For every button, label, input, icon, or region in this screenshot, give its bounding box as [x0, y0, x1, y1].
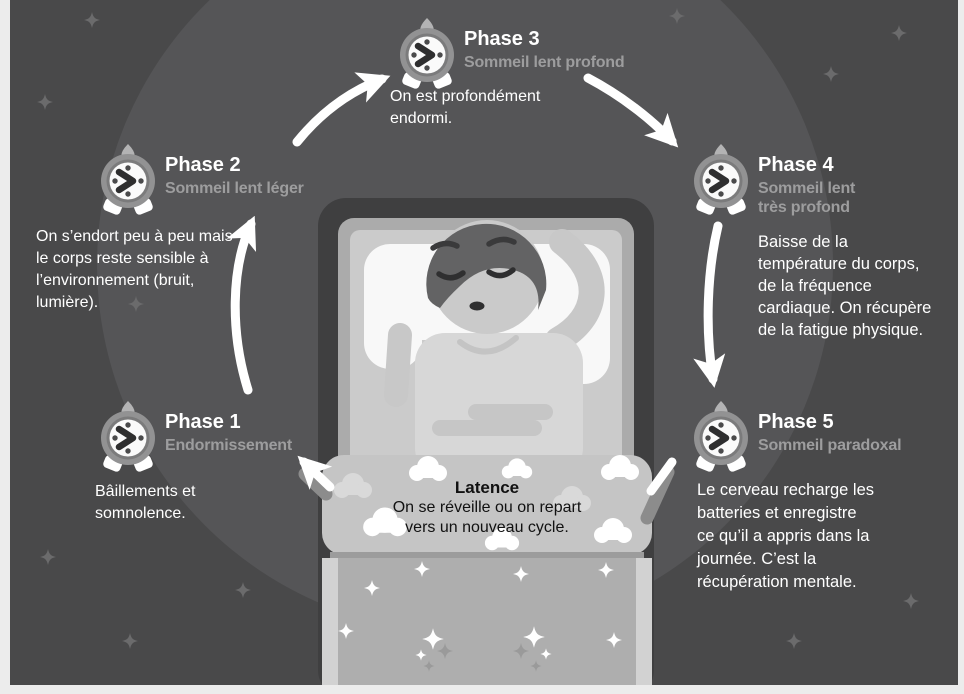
phase-3-block: Phase 3 Sommeil lent profond	[398, 16, 625, 92]
phase-1-block: Phase 1 Endormissement	[99, 399, 292, 475]
phase-2-title: Phase 2	[165, 154, 241, 176]
phase-5-subtitle: Sommeil paradoxal	[758, 437, 902, 454]
arrow-phase4-to-phase5	[693, 221, 726, 388]
phase-1-description: Bâillements et somnolence.	[95, 483, 196, 522]
infographic-canvas: Phase 3 Sommeil lent profond On est prof…	[10, 0, 958, 685]
cloud-icons	[334, 455, 639, 551]
alarm-clock-icon	[692, 142, 750, 218]
arrow-phase1-to-phase2	[226, 215, 257, 395]
phase-3-subtitle: Sommeil lent profond	[464, 54, 625, 71]
latence-text: On se réveille ou on repart vers un nouv…	[392, 499, 582, 536]
cycle-arrows	[226, 72, 726, 525]
arrow-phase2-to-phase3	[292, 72, 391, 147]
phase-1-title: Phase 1	[165, 411, 241, 433]
phase-3-description: On est profondément endormi.	[390, 88, 541, 127]
latence-title: Latence	[454, 478, 520, 497]
alarm-clock-icon	[99, 142, 157, 218]
phase-2-description: On s’endort peu à peu mais le corps rest…	[36, 228, 233, 311]
phase-2-subtitle: Sommeil lent léger	[165, 180, 304, 197]
phase-5-block: Phase 5 Sommeil paradoxal	[692, 399, 902, 475]
phase-4-description: Baisse de la température du corps, de la…	[758, 233, 932, 339]
phase-4-title: Phase 4	[758, 154, 834, 176]
phase-4-block: Phase 4 Sommeil lent très profond	[692, 142, 855, 218]
alarm-clock-icon	[99, 399, 157, 475]
arrow-phase5-to-bed	[646, 457, 677, 496]
phase-2-block: Phase 2 Sommeil lent léger	[99, 142, 304, 218]
sleeping-boy-bed-illustration	[318, 198, 654, 685]
arrow-phase3-to-phase4	[583, 73, 679, 148]
phase-5-title: Phase 5	[758, 411, 834, 433]
phase-1-subtitle: Endormissement	[165, 437, 293, 454]
phase-4-subtitle: Sommeil lent très profond	[758, 180, 856, 216]
alarm-clock-icon	[398, 16, 456, 92]
latence-block: Latence On se réveille ou on repart vers…	[337, 477, 637, 538]
alarm-clock-icon	[692, 399, 750, 475]
arrow-bed-to-phase1	[297, 455, 335, 492]
phase-5-description: Le cerveau recharge les batteries et enr…	[697, 481, 875, 591]
phase-3-title: Phase 3	[464, 28, 540, 50]
